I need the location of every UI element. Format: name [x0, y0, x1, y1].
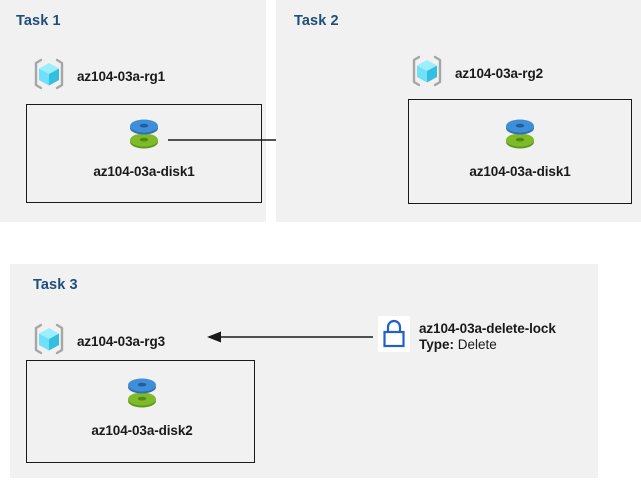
- resource-group-label-rg2: az104-03a-rg2: [455, 66, 544, 81]
- disk-node-task1: az104-03a-disk1: [78, 113, 210, 179]
- panel-title-task2: Task 2: [294, 13, 339, 29]
- resource-container-task3: [26, 360, 255, 463]
- resource-group-icon: [408, 52, 446, 95]
- lock-type-row: Type: Delete: [419, 337, 556, 352]
- lock-type-key: Type:: [419, 337, 455, 352]
- panel-title-task3: Task 3: [33, 277, 78, 293]
- disk-label-task1: az104-03a-disk1: [93, 164, 195, 179]
- resource-group-icon: [30, 320, 68, 363]
- lock-scope-arrow: [205, 326, 373, 353]
- disk-label-task3: az104-03a-disk2: [91, 423, 193, 438]
- resource-group-node-rg2: az104-03a-rg2: [408, 52, 543, 95]
- managed-disk-icon: [500, 113, 540, 158]
- managed-disk-icon: [124, 113, 164, 158]
- disk-node-task3: az104-03a-disk2: [76, 372, 208, 438]
- disk-node-task2: az104-03a-disk1: [452, 113, 588, 179]
- resource-group-node-rg1: az104-03a-rg1: [30, 55, 165, 98]
- resource-group-icon: [30, 55, 68, 98]
- task-panel-task1: [0, 0, 266, 222]
- disk-label-task2: az104-03a-disk1: [469, 164, 571, 179]
- lock-type-value: Delete: [457, 337, 497, 352]
- lock-name: az104-03a-delete-lock: [419, 321, 556, 336]
- resource-group-label-rg1: az104-03a-rg1: [77, 69, 166, 84]
- lock-node: az104-03a-delete-lock Type: Delete: [378, 316, 556, 357]
- panel-title-task1: Task 1: [16, 13, 61, 29]
- resource-group-node-rg3: az104-03a-rg3: [30, 320, 165, 363]
- managed-disk-icon: [122, 372, 162, 417]
- resource-group-label-rg3: az104-03a-rg3: [77, 334, 166, 349]
- resource-container-task1: [26, 104, 262, 203]
- lock-text-block: az104-03a-delete-lock Type: Delete: [419, 321, 556, 352]
- resource-container-task2: [408, 99, 632, 204]
- lock-icon: [378, 316, 410, 357]
- task-panel-task2: [276, 0, 641, 222]
- task-panel-task3: [10, 264, 598, 478]
